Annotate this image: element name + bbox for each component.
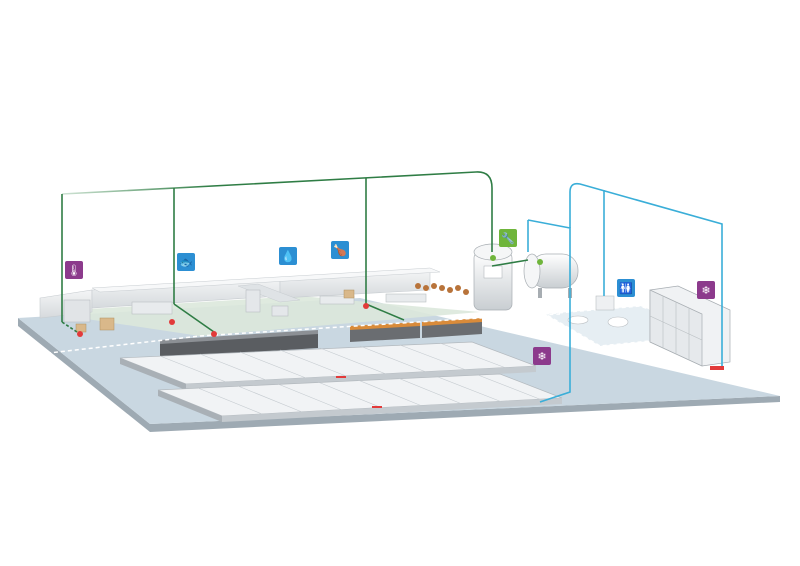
meat-icon: 🍗 bbox=[331, 241, 349, 259]
icon-badges: 🌡 🐟 💧 🍗 🔧 🚻 ❄ ❄ bbox=[65, 229, 715, 365]
svg-text:🍗: 🍗 bbox=[333, 244, 347, 257]
sensor-markers bbox=[77, 303, 369, 337]
back-room-equipment bbox=[63, 283, 469, 333]
table bbox=[271, 305, 289, 317]
svg-text:🐟: 🐟 bbox=[179, 256, 193, 269]
prep-counter bbox=[319, 295, 355, 305]
bakery-counter-top bbox=[350, 322, 420, 330]
restroom-icon: 🚻 bbox=[617, 279, 635, 297]
thermometer-icon: 🌡 bbox=[65, 261, 83, 279]
fish-icon: 🐟 bbox=[177, 253, 195, 271]
hanging-poultry bbox=[415, 283, 469, 295]
freezer-cabinets bbox=[649, 285, 731, 370]
snowflake-icon-freezer: ❄ bbox=[697, 281, 715, 299]
svg-text:❄: ❄ bbox=[537, 350, 546, 363]
sensor-marker bbox=[169, 319, 175, 325]
deli-counter bbox=[160, 332, 318, 358]
svg-text:🚻: 🚻 bbox=[619, 282, 633, 295]
workstation bbox=[131, 301, 173, 315]
boxes bbox=[99, 317, 115, 331]
svg-text:🔧: 🔧 bbox=[501, 231, 515, 245]
snowflake-icon: ❄ bbox=[533, 347, 551, 365]
boxes-2 bbox=[75, 323, 87, 333]
back-walls bbox=[39, 267, 441, 319]
refrigerated-aisle-1 bbox=[119, 341, 537, 390]
green-trunk-line bbox=[61, 171, 493, 252]
bakery-counter-2-top bbox=[422, 318, 482, 326]
sensor-marker bbox=[211, 331, 217, 337]
horizontal-tank bbox=[523, 253, 579, 298]
svg-text:❄: ❄ bbox=[701, 284, 710, 297]
sensor-marker bbox=[77, 331, 83, 337]
boxes-3 bbox=[343, 289, 355, 299]
svg-text:🌡: 🌡 bbox=[67, 264, 81, 277]
deli-counter-top bbox=[160, 330, 318, 344]
shelving-unit bbox=[63, 299, 91, 323]
wrench-icon: 🔧 bbox=[499, 229, 517, 247]
restroom-fixtures bbox=[567, 295, 629, 328]
svg-text:💧: 💧 bbox=[281, 250, 295, 263]
partition-wall bbox=[237, 283, 301, 303]
vertical-tank bbox=[473, 243, 513, 311]
wall-top-band bbox=[91, 267, 441, 293]
water-drop-icon: 💧 bbox=[279, 247, 297, 265]
prep-counter-2 bbox=[385, 293, 427, 303]
green-sensor-network bbox=[61, 171, 529, 335]
sensor-marker bbox=[363, 303, 369, 309]
cabinet bbox=[245, 289, 261, 313]
refrigerated-aisle-2 bbox=[157, 373, 563, 422]
blue-sensor-network bbox=[527, 182, 723, 403]
white-dashed-links bbox=[39, 313, 561, 355]
display-counters bbox=[160, 318, 482, 358]
